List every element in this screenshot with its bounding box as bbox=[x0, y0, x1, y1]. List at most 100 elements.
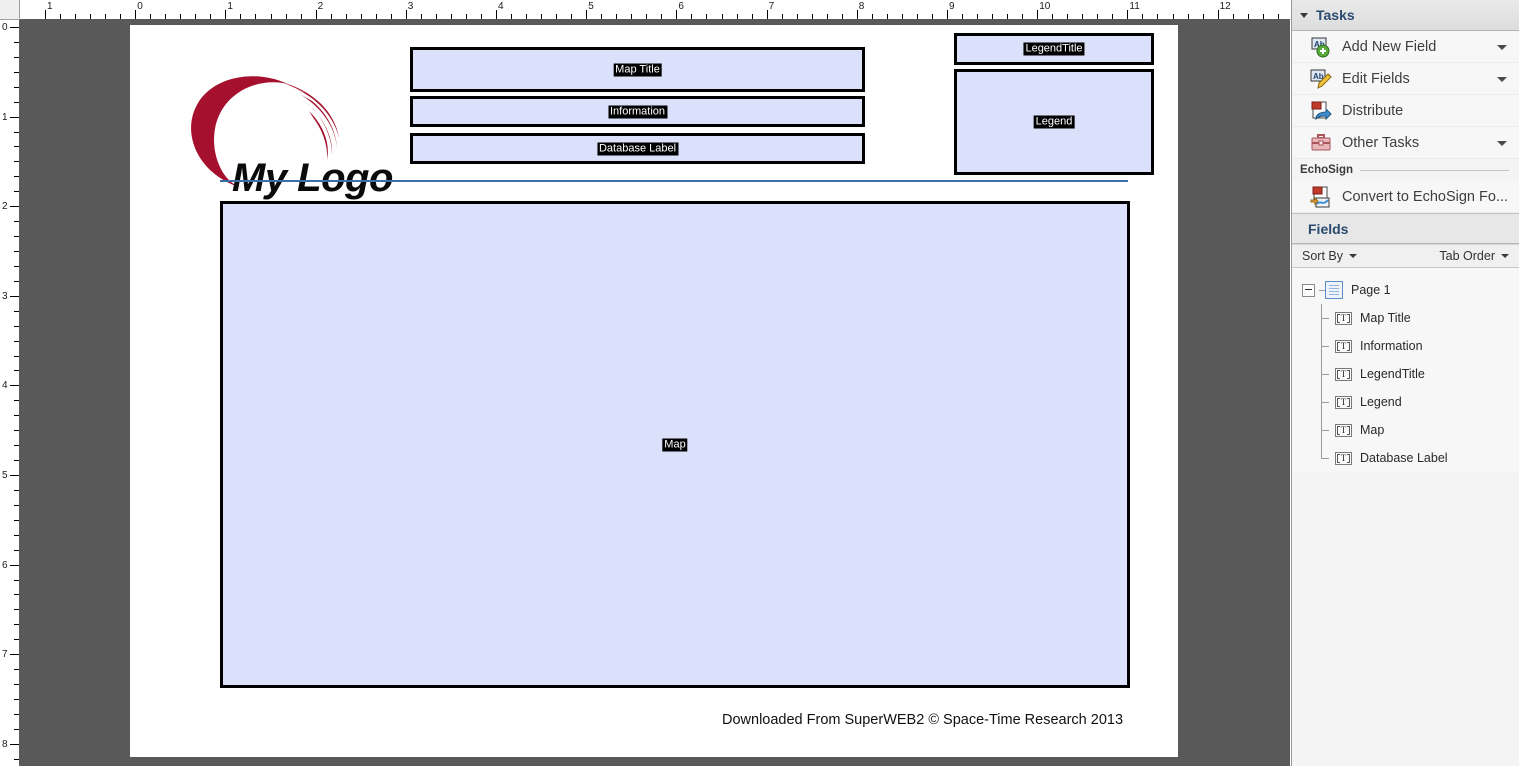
sort-by-label: Sort By bbox=[1302, 249, 1343, 263]
text-field-icon: T bbox=[1335, 423, 1352, 437]
tree-node-legendtitle[interactable]: T LegendTitle bbox=[1292, 360, 1519, 388]
sort-by-dropdown[interactable]: Sort By bbox=[1302, 249, 1357, 263]
echosign-label: EchoSign bbox=[1300, 164, 1354, 176]
tree-stub-line bbox=[1321, 374, 1329, 375]
tree-node-label: Information bbox=[1360, 339, 1423, 353]
echosign-section-head: EchoSign bbox=[1292, 159, 1519, 181]
tree-node-page[interactable]: Page 1 bbox=[1292, 276, 1519, 304]
tree-node-legend[interactable]: T Legend bbox=[1292, 388, 1519, 416]
ruler-h-label: 4 bbox=[498, 1, 504, 12]
collapse-expander-icon[interactable] bbox=[1302, 283, 1315, 297]
section-rule bbox=[1360, 169, 1509, 171]
tree-node-label: Page 1 bbox=[1351, 283, 1391, 297]
ruler-v-label: 8 bbox=[2, 738, 8, 750]
field-name-badge: Information bbox=[607, 105, 668, 118]
task-item-other-tasks[interactable]: Other Tasks bbox=[1292, 127, 1519, 159]
tree-node-label: Legend bbox=[1360, 395, 1402, 409]
field-name-badge: LegendTitle bbox=[1023, 42, 1085, 56]
task-item-label: Edit Fields bbox=[1342, 70, 1410, 87]
text-field-icon: T bbox=[1335, 311, 1352, 325]
field-name-badge: Legend bbox=[1033, 115, 1075, 129]
tab-order-dropdown[interactable]: Tab Order bbox=[1439, 249, 1509, 263]
collapse-caret-icon[interactable] bbox=[1300, 12, 1308, 18]
sort-by-caret-icon bbox=[1349, 254, 1357, 258]
tree-node-label: Map Title bbox=[1360, 311, 1411, 325]
ruler-v-label: 6 bbox=[2, 559, 8, 571]
text-field-icon: T bbox=[1335, 395, 1352, 409]
tree-node-map[interactable]: T Map bbox=[1292, 416, 1519, 444]
text-field-icon: T bbox=[1335, 367, 1352, 381]
fields-sort-bar: Sort By Tab Order bbox=[1292, 244, 1519, 268]
chevron-down-icon[interactable] bbox=[1497, 140, 1507, 146]
ruler-v-label: 4 bbox=[2, 380, 8, 392]
form-field-legend[interactable]: Legend bbox=[954, 69, 1154, 175]
task-item-distribute[interactable]: Distribute bbox=[1292, 95, 1519, 127]
ruler-h-label: 1 bbox=[227, 1, 233, 12]
ruler-h-label: 11 bbox=[1129, 1, 1140, 12]
ruler-v-label: 1 bbox=[2, 111, 8, 123]
logo: My Logo bbox=[180, 75, 398, 200]
tree-node-label: LegendTitle bbox=[1360, 367, 1425, 381]
ruler-h-label: 3 bbox=[407, 1, 414, 12]
fields-title: Fields bbox=[1308, 220, 1349, 237]
tree-node-map-title[interactable]: T Map Title bbox=[1292, 304, 1519, 332]
page-icon bbox=[1325, 281, 1343, 299]
task-item-label: Other Tasks bbox=[1342, 134, 1420, 151]
tree-line bbox=[1319, 289, 1325, 291]
chevron-down-icon[interactable] bbox=[1497, 76, 1507, 82]
tasks-title: Tasks bbox=[1316, 7, 1355, 23]
other-tasks-icon bbox=[1310, 132, 1332, 154]
task-item-label: Convert to EchoSign Fo... bbox=[1342, 188, 1509, 205]
echosign-list: Convert to EchoSign Fo... bbox=[1292, 181, 1519, 213]
ruler-h-label: 5 bbox=[588, 1, 594, 12]
form-field-map-title[interactable]: Map Title bbox=[410, 47, 865, 92]
logo-text: My Logo bbox=[232, 156, 393, 200]
tree-node-label: Database Label bbox=[1360, 451, 1448, 465]
tab-order-label: Tab Order bbox=[1439, 249, 1495, 263]
ruler-h-label: 8 bbox=[858, 1, 865, 12]
task-item-edit-fields[interactable]: Ab Edit Fields bbox=[1292, 63, 1519, 95]
ruler-corner bbox=[0, 0, 20, 20]
tasks-panel-header[interactable]: Tasks bbox=[1292, 0, 1519, 31]
tree-stub-line bbox=[1321, 318, 1329, 319]
tab-order-caret-icon bbox=[1501, 254, 1509, 258]
ruler-h-label: 7 bbox=[768, 1, 775, 12]
ruler-h-label: 9 bbox=[949, 1, 955, 12]
ruler-h-label: 12 bbox=[1219, 1, 1231, 12]
ruler-h-label: 10 bbox=[1039, 1, 1051, 12]
field-name-badge: Map bbox=[662, 438, 688, 451]
task-item-convert-to-echosign-fo[interactable]: Convert to EchoSign Fo... bbox=[1292, 181, 1519, 213]
ruler-h-label: 6 bbox=[678, 1, 684, 12]
footer-credit: Downloaded From SuperWEB2 © Space-Time R… bbox=[722, 712, 1124, 728]
ruler-v-label: 0 bbox=[2, 22, 8, 33]
field-name-badge: Map Title bbox=[613, 63, 662, 76]
logo-swoosh-icon bbox=[191, 76, 339, 188]
fields-panel-header[interactable]: Fields bbox=[1292, 213, 1519, 244]
header-divider bbox=[220, 180, 1128, 182]
chevron-down-icon[interactable] bbox=[1497, 44, 1507, 50]
ruler-h-label: 1 bbox=[47, 1, 53, 12]
form-field-database-label[interactable]: Database Label bbox=[410, 133, 865, 164]
tree-node-label: Map bbox=[1360, 423, 1385, 437]
svg-text:Ab: Ab bbox=[1313, 72, 1324, 81]
form-field-information[interactable]: Information bbox=[410, 96, 865, 127]
tree-connector-line bbox=[1321, 304, 1322, 458]
ruler-h-label: 2 bbox=[317, 1, 324, 12]
form-field-legendtitle[interactable]: LegendTitle bbox=[954, 33, 1154, 65]
form-field-map[interactable]: Map bbox=[220, 201, 1130, 688]
edit-fields-icon: Ab bbox=[1310, 68, 1332, 90]
field-name-badge: Database Label bbox=[596, 142, 679, 155]
ruler-v-label: 7 bbox=[2, 649, 8, 661]
tree-stub-line bbox=[1321, 346, 1329, 347]
ruler-v-label: 3 bbox=[2, 290, 8, 302]
